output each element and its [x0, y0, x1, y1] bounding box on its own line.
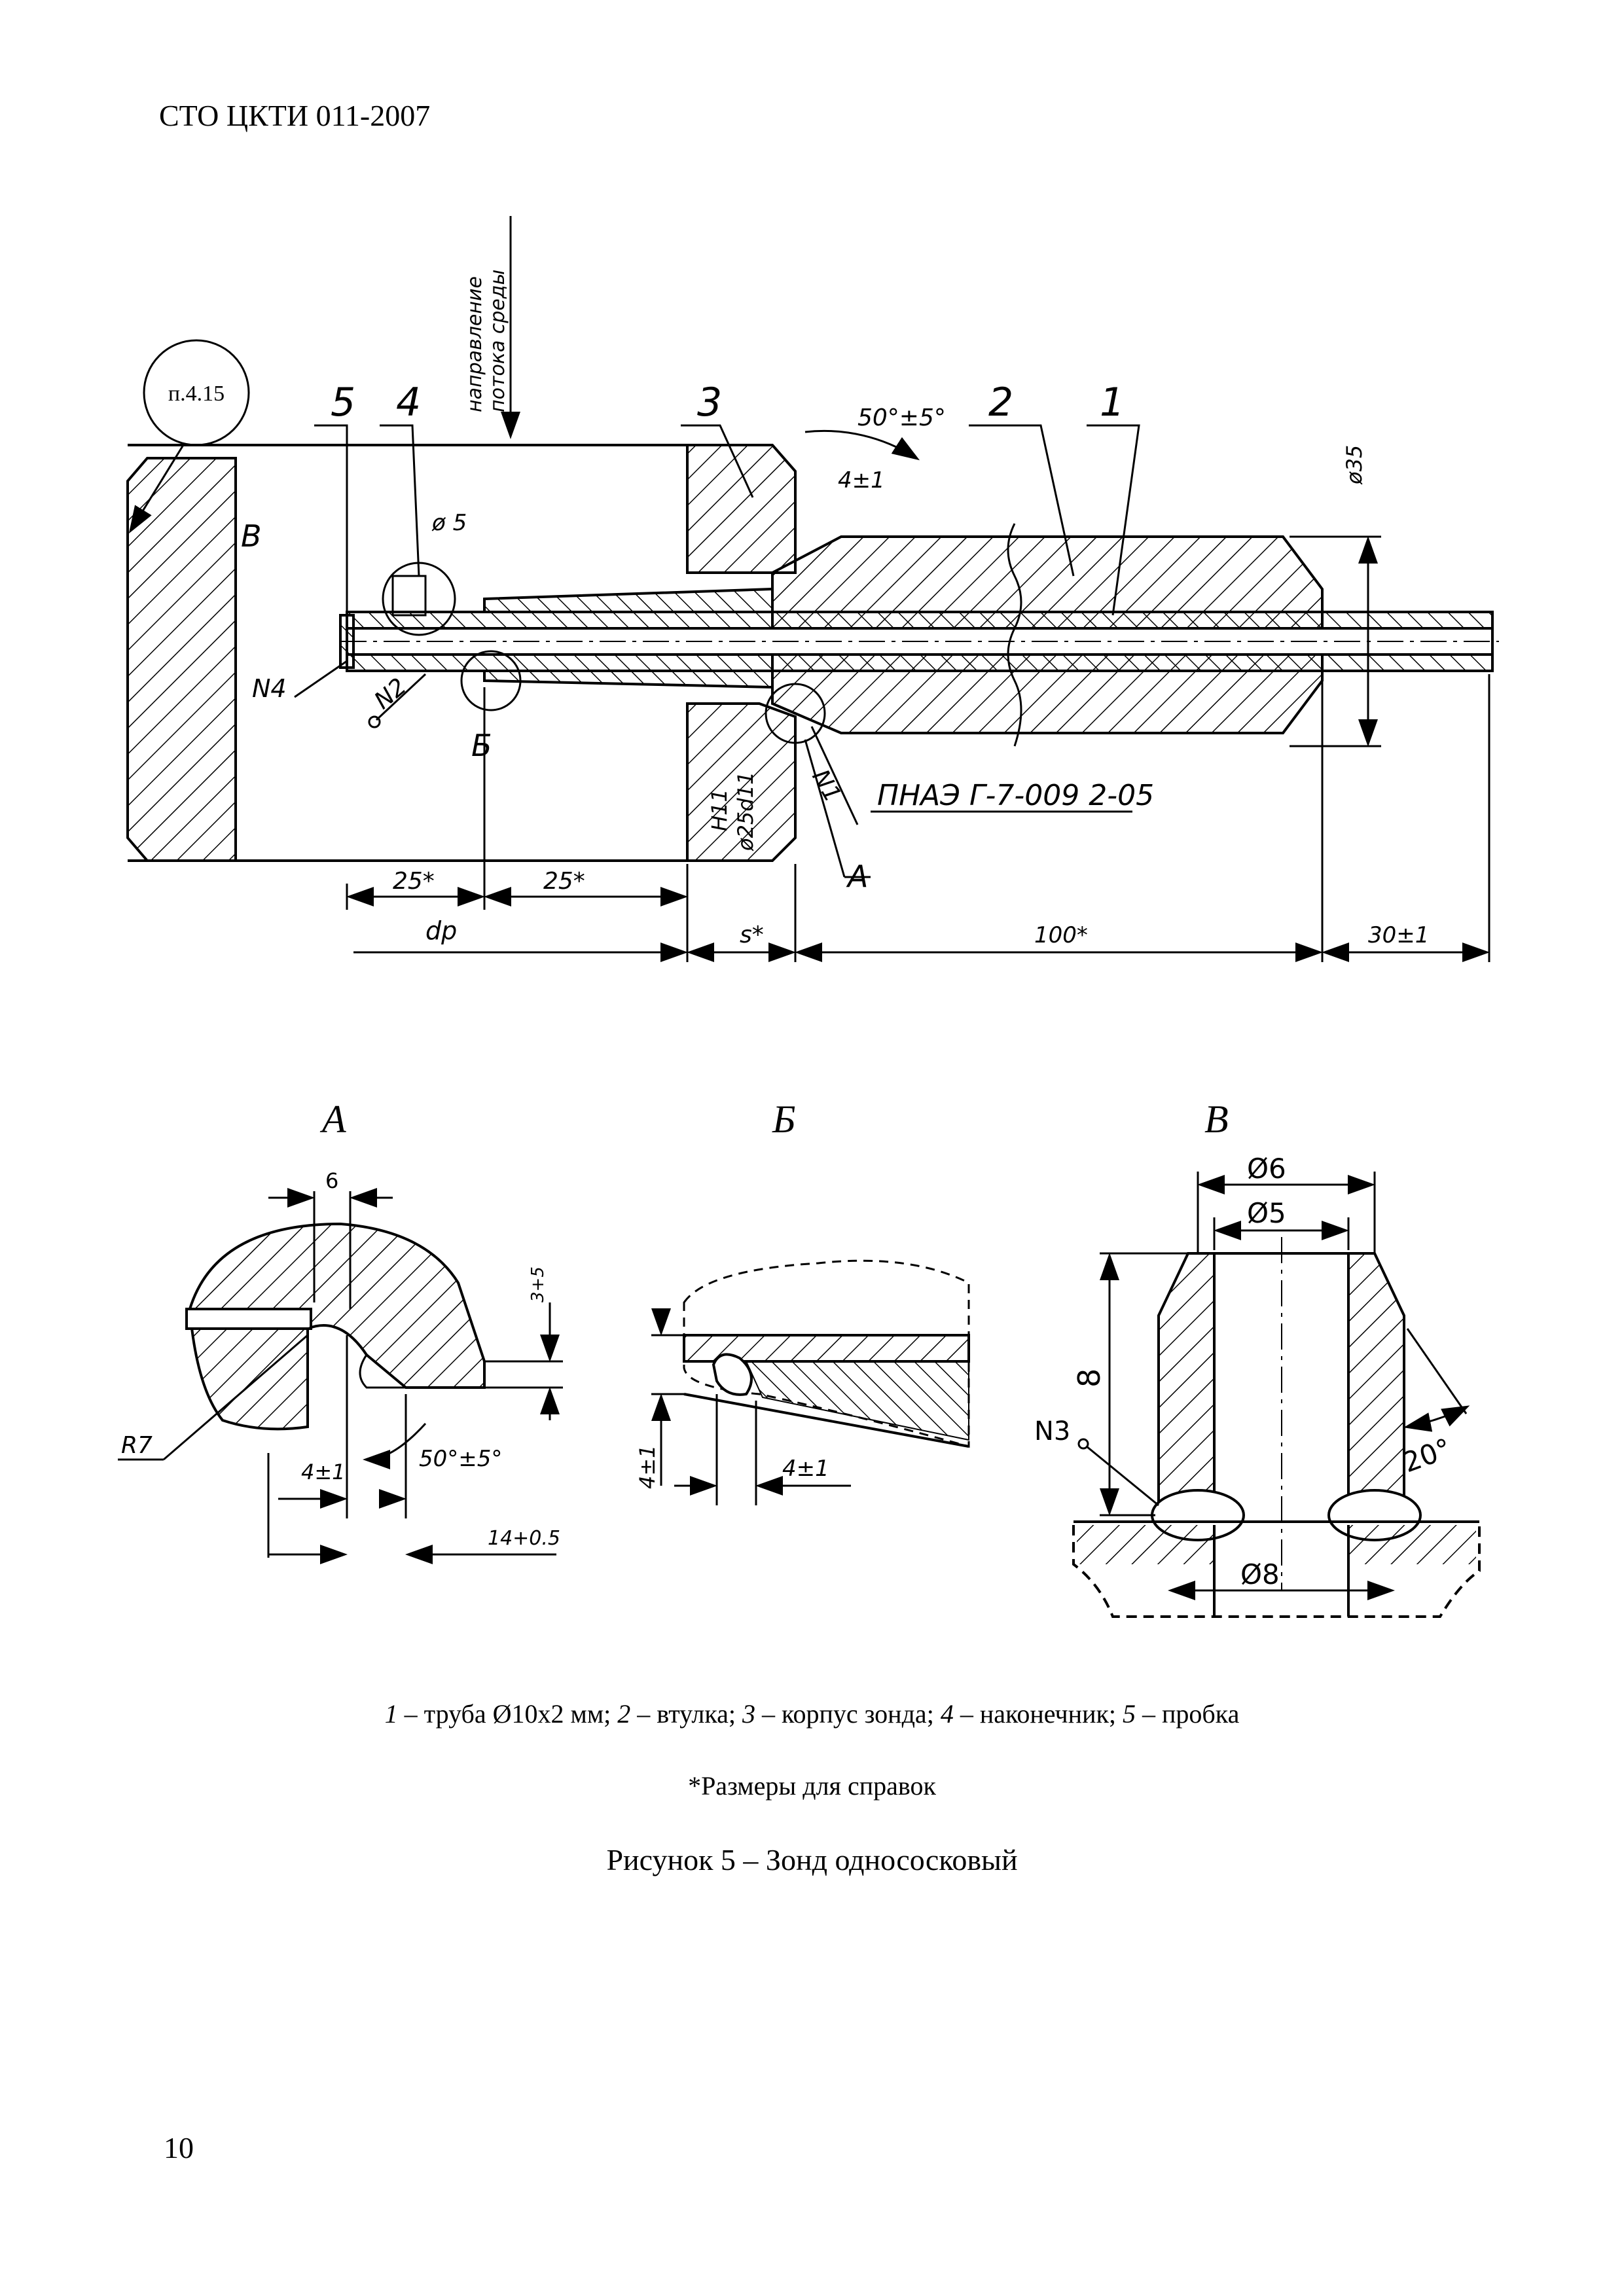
main-view-labels: п.4.15 направление потока среды 5 4 3 2 … [168, 270, 1429, 948]
dim-fit-d25: ø25d11 [733, 772, 758, 852]
probe-body-3-lower [686, 702, 797, 862]
flow-label-2: потока среды [486, 270, 509, 412]
dim-d5: ø 5 [431, 510, 467, 536]
ref-bubble [143, 339, 250, 446]
plug-5 [339, 614, 355, 669]
detail-A-dim-14: 14+0.5 [488, 1527, 560, 1550]
dim-angle: 50°±5° [857, 404, 946, 431]
callout-5: 5 [331, 380, 355, 425]
detail-A-dim-3: 3+5 [528, 1266, 548, 1302]
detail-B-dim-h: 4±1 [782, 1456, 829, 1482]
dim-25-right: 25* [543, 868, 585, 895]
dim-25-left: 25* [393, 868, 435, 895]
callout-A: А [846, 859, 868, 894]
parts-legend: 1 – труба Ø10х2 мм; 2 – втулка; 3 – корп… [384, 1699, 1240, 1729]
callout-1: 1 [1100, 380, 1125, 425]
weld-N4: N4 [252, 674, 287, 703]
pipe-wall-left [126, 457, 237, 862]
detail-circle-B [460, 650, 522, 711]
detail-B [651, 1259, 970, 1505]
flow-label-1: направление [463, 276, 486, 412]
probe-body-3-upper [686, 444, 797, 574]
callout-3: 3 [697, 380, 722, 425]
detail-V-dim-d8: Ø8 [1240, 1558, 1280, 1590]
tube-1 [346, 611, 1494, 630]
detail-A-title: А [319, 1098, 346, 1141]
detail-V-dim-d5: Ø5 [1247, 1197, 1286, 1229]
page-header: СТО ЦКТИ 011-2007 [159, 99, 431, 132]
detail-V-dim-20: 20° [1399, 1432, 1456, 1479]
detail-V [1072, 1172, 1481, 1618]
callout-2: 2 [988, 380, 1013, 425]
main-view [126, 216, 1499, 962]
detail-V-title: В [1204, 1098, 1229, 1141]
detail-A-dim-R7: R7 [121, 1432, 153, 1459]
detail-B-dim-v: 4±1 [635, 1444, 660, 1489]
dim-4pm1: 4±1 [838, 467, 885, 493]
detail-V-weld-N3: N3 [1034, 1416, 1070, 1446]
callout-V: В [241, 518, 262, 554]
detail-A-dim-angle: 50°±5° [419, 1446, 502, 1472]
dim-30: 30±1 [1368, 922, 1429, 948]
weld-N2: N2 [369, 673, 412, 714]
dim-100: 100* [1034, 922, 1088, 948]
callout-4: 4 [396, 380, 421, 425]
callout-B: Б [471, 728, 492, 763]
reference-note: *Размеры для справок [688, 1771, 936, 1801]
dim-d35: ø35 [1342, 445, 1367, 485]
detail-B-title: Б [772, 1098, 795, 1141]
page-number: 10 [164, 2131, 194, 2164]
weld-standard: ПНАЭ Г-7-009 2-05 [877, 779, 1154, 812]
detail-A-dim-6: 6 [325, 1168, 338, 1193]
detail-A-dim-4pm1: 4±1 [301, 1460, 346, 1484]
tip-4 [483, 587, 774, 613]
detail-A [118, 1188, 563, 1564]
dim-s: s* [740, 922, 764, 948]
detail-V-dim-d6: Ø6 [1247, 1153, 1286, 1185]
detail-circle-A [765, 683, 826, 744]
detail-V-dim-8: 8 [1072, 1369, 1107, 1388]
figure-caption: Рисунок 5 – Зонд однососковый [606, 1843, 1018, 1876]
dim-fit-H11: H11 [707, 789, 732, 831]
dim-dp: dр [425, 916, 457, 945]
ref-bubble-label: п.4.15 [168, 382, 225, 406]
weld-N1: N1 [806, 765, 846, 807]
